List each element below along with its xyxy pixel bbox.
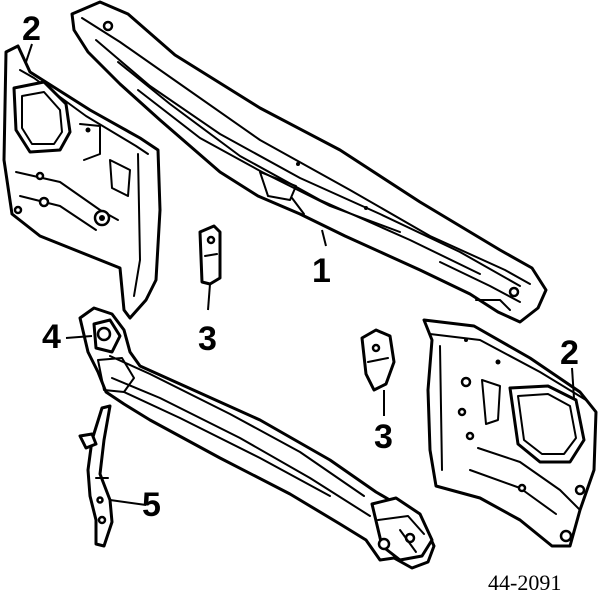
lower-tie-bar-part — [78, 306, 436, 570]
callout-3-right: 3 — [374, 418, 393, 456]
leader-line-4 — [65, 335, 93, 339]
header-panel-part — [70, 0, 548, 324]
lower-bracket-part — [78, 404, 114, 548]
callout-4: 4 — [42, 318, 61, 356]
callout-2-right: 2 — [560, 334, 579, 372]
callout-5: 5 — [142, 486, 161, 524]
leader-line-2-right — [571, 367, 575, 399]
callout-1: 1 — [312, 252, 331, 290]
leader-line-3-left — [207, 283, 211, 311]
leader-line-1 — [321, 229, 327, 247]
leader-line-2-left — [25, 43, 33, 63]
leader-line-5 — [109, 499, 147, 506]
right-side-support-part — [422, 318, 598, 548]
callout-2-left: 2 — [22, 10, 41, 48]
left-bracket-part — [198, 224, 222, 286]
left-side-support-part — [2, 44, 162, 320]
callout-3-left: 3 — [198, 320, 217, 358]
figure-number: 44-2091 — [488, 570, 561, 595]
right-bracket-part — [360, 328, 396, 392]
